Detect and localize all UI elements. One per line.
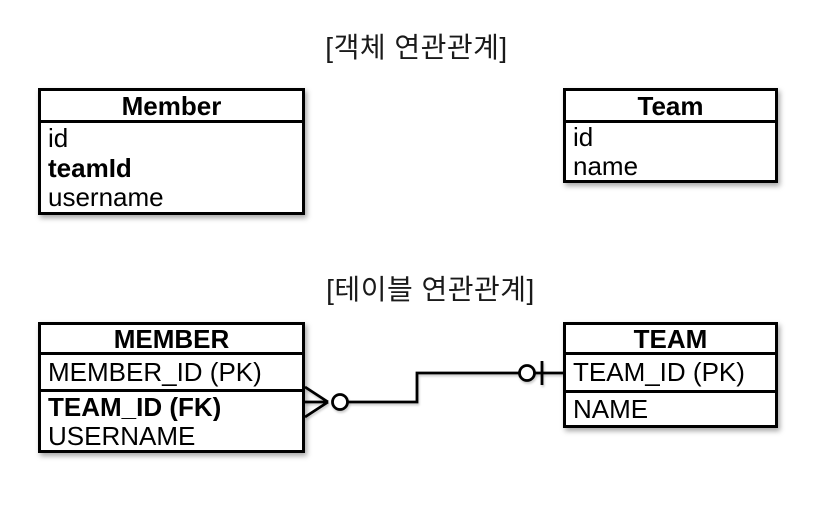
team-class-box: Team id name [563, 88, 778, 183]
member-table-fk-column: TEAM_ID (FK) [48, 392, 222, 421]
team-class-field-name: name [573, 151, 639, 180]
team-class-name: Team [566, 91, 775, 123]
team-class-field-id: id [573, 123, 594, 152]
connector-line [347, 371, 520, 404]
member-table-pk-column: MEMBER_ID (PK) [41, 355, 302, 392]
team-table-pk-column: TEAM_ID (PK) [566, 355, 775, 393]
member-class-field-username: username [48, 182, 164, 212]
table-association-title: [테이블 연관관계] [326, 274, 535, 305]
team-table-name-column: NAME [573, 394, 649, 424]
member-class-name: Member [41, 91, 302, 123]
member-table-name: MEMBER [41, 325, 302, 355]
zero-circle-team-icon [518, 364, 536, 382]
team-table-box: TEAM TEAM_ID (PK) NAME [563, 322, 778, 428]
zero-circle-member-icon [331, 393, 349, 411]
member-table-username-column: USERNAME [48, 421, 196, 450]
object-association-title: [객체 연관관계] [325, 32, 508, 63]
crows-foot-many-icon [304, 385, 329, 419]
member-class-field-id: id [48, 123, 69, 153]
member-class-box: Member id teamId username [38, 88, 305, 215]
team-table-name: TEAM [566, 325, 775, 355]
member-class-field-teamid: teamId [48, 152, 132, 183]
member-table-box: MEMBER MEMBER_ID (PK) TEAM_ID (FK) USERN… [38, 322, 305, 453]
